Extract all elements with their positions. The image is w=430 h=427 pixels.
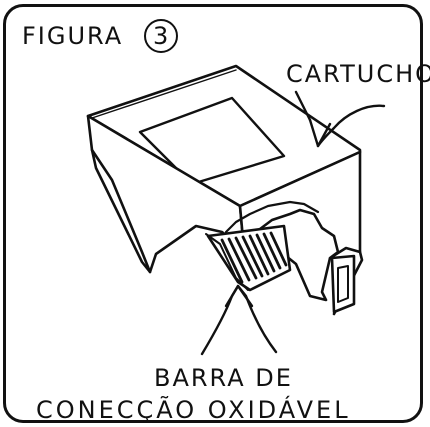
connector-arrow [200, 284, 278, 356]
edge-connector-bar [206, 224, 292, 292]
cartridge-label: CARTUCHO [286, 60, 430, 88]
figure-number-circle [144, 19, 178, 53]
connector-bar-label-line2: CONECÇÃO OXIDÁVEL [36, 396, 351, 424]
figure-label: FIGURA [22, 22, 124, 50]
connector-bar-label-line1: BARRA DE [154, 364, 293, 392]
figure-number: 3 [153, 22, 169, 50]
